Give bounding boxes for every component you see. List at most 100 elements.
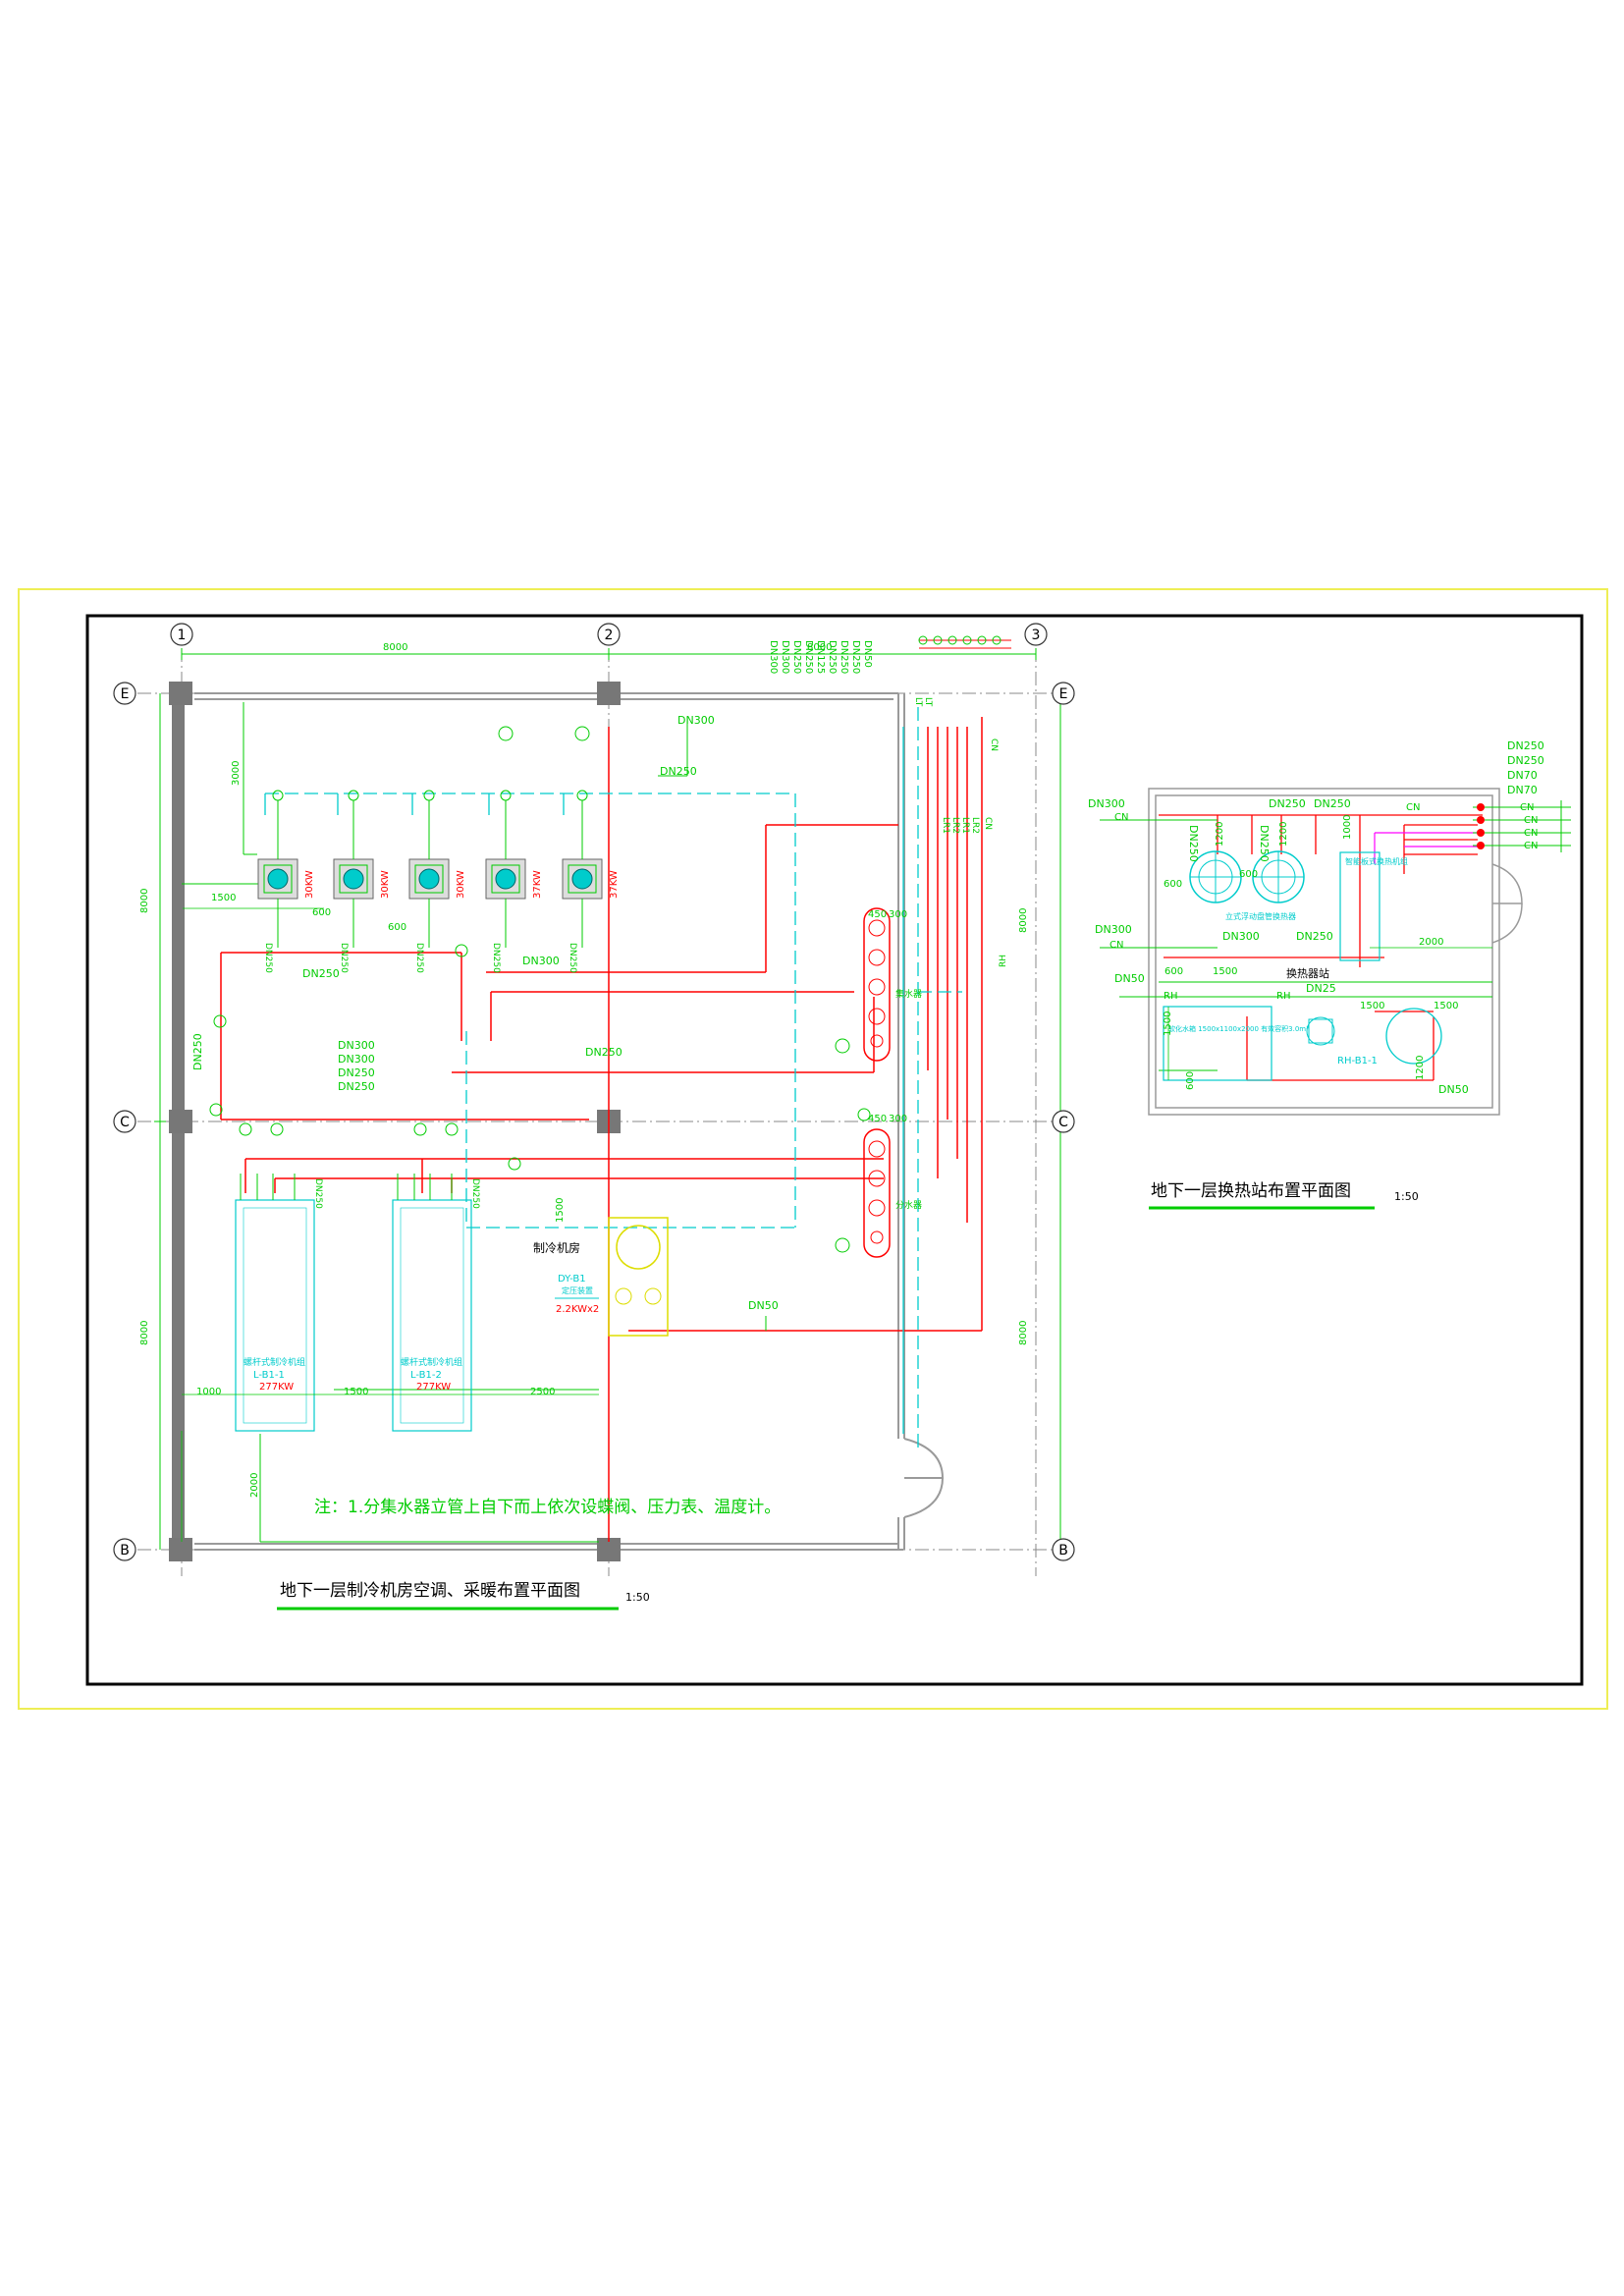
svg-text:DN250: DN250 [839,640,849,674]
axis-bubbles [113,623,1075,1561]
station-room-label: 换热器站 [1286,966,1329,980]
station-magenta-pipes [1374,832,1478,864]
axis-letter-E-left: E [121,686,130,702]
pump-5-kw: 37KW [609,870,620,899]
pump-4: 37KW DN250 [485,790,543,973]
svg-text:1500: 1500 [1360,1001,1384,1011]
station-red-dots [1477,803,1485,849]
axis-bubble-2 [597,623,621,646]
svg-text:CN: CN [989,738,999,751]
svg-text:DN70: DN70 [1507,769,1538,782]
svg-text:DN50: DN50 [862,640,873,668]
pump-4-dn: DN250 [491,943,501,973]
svg-text:DN250: DN250 [850,640,861,674]
svg-text:DN250: DN250 [313,1178,323,1209]
svg-text:8000: 8000 [139,889,150,913]
svg-text:600: 600 [388,922,406,933]
pump-1-kw: 30KW [304,870,315,899]
svg-text:DN300: DN300 [338,1039,375,1052]
svg-text:DN250: DN250 [660,765,697,778]
axis-letter-B-left: B [120,1543,130,1558]
plate-heat-exchanger-2 [1252,850,1305,903]
chiller-connection-stubs [240,1174,453,1200]
svg-text:600: 600 [1164,879,1182,890]
svg-text:CN: CN [1520,802,1534,813]
station-cn-tags: CN CN CN CN CN CN CN RH RH [1110,802,1538,1002]
cp-tag: DY-B1 [558,1274,586,1285]
svg-text:DN250: DN250 [1507,754,1544,767]
pump-4-kw: 37KW [532,870,543,899]
axis-bubble-E-left [113,682,136,705]
svg-text:DN250: DN250 [338,1080,375,1093]
chiller-L-B1-1: 螺杆式制冷机组 L-B1-1 277KW [235,1199,315,1432]
axis-letter-B-right: B [1058,1543,1068,1558]
riser-tags: LT LT LR1 LR2 LR1 LR2 CN CN RH [913,697,1008,967]
svg-text:8000: 8000 [1018,1321,1029,1345]
svg-text:DN250: DN250 [1187,825,1200,862]
svg-text:DN300: DN300 [1088,797,1125,810]
axis-bubble-B-left [113,1538,136,1561]
axis-letter-E-right: E [1059,686,1068,702]
riser-bubbles [918,635,1011,649]
chiller-2-tag: L-B1-2 [410,1370,442,1381]
svg-text:RH: RH [1276,991,1290,1002]
svg-text:DN300: DN300 [677,714,715,727]
axis-number-3: 3 [1032,628,1041,643]
svg-text:DN250: DN250 [1507,739,1544,752]
svg-text:1500: 1500 [211,893,236,903]
axis-bubble-3 [1024,623,1048,646]
svg-text:DN300: DN300 [768,640,779,674]
cp-desc: 定压装置 [562,1285,593,1295]
svg-text:450: 450 [868,909,887,920]
svg-text:600: 600 [312,907,331,918]
plate-heat-exchanger-1 [1189,850,1242,903]
station-dim-lines [1164,947,1492,1080]
chilled-water-pumps: 30KW DN250 30KW DN250 30KW [257,790,620,973]
svg-text:LR1: LR1 [941,817,950,834]
axis-letter-C-right: C [1058,1115,1068,1130]
smart-exchange-unit: 智能板式换热机组 [1339,851,1408,961]
pump-3-dn: DN250 [414,943,424,973]
svg-text:1500: 1500 [555,1198,566,1223]
chiller-dn-labels: DN250 DN250 [313,1178,480,1209]
svg-text:600: 600 [1164,966,1183,977]
dimension-texts: 8000 8000 8000 8000 8000 8000 3000 1500 … [139,642,1029,1498]
svg-text:1000: 1000 [196,1387,221,1397]
pump-1-dn: DN250 [263,943,273,973]
svg-text:8000: 8000 [139,1321,150,1345]
svg-text:DN250: DN250 [585,1046,623,1059]
axis-bubble-C-left [113,1110,136,1133]
svg-text:2500: 2500 [530,1387,555,1397]
station-dn-labels: DN300 DN300 DN300 DN250 DN250 DN50 DN50 … [1088,797,1469,1096]
svg-text:DN70: DN70 [1507,784,1538,796]
svg-text:LT: LT [913,697,923,707]
chiller-2-kw: 277KW [416,1382,451,1393]
svg-text:CN: CN [1524,841,1538,851]
chiller-1-name: 螺杆式制冷机组 [244,1356,305,1368]
svg-text:8000: 8000 [807,642,832,653]
room-walls [194,692,945,1551]
collector-label: 集水器 [895,988,922,1000]
station-right-labels: DN250 DN250 DN70 DN70 [1507,739,1544,796]
axis-bubble-B-right [1052,1538,1075,1561]
svg-text:RH: RH [1164,991,1177,1002]
axis-number-2: 2 [605,628,614,643]
svg-text:2000: 2000 [1419,937,1443,948]
riser-stack: DN300 DN300 DN250 DN250 DN125 DN250 DN25… [768,640,873,674]
water-collector-header: 集水器 [835,907,922,1062]
axis-number-1: 1 [178,628,187,643]
dimension-lines [154,648,1066,1550]
pump-2-dn: DN250 [339,943,349,973]
cp-kw: 2.2KWx2 [556,1304,599,1315]
chiller-room-plan: 1 2 3 E C B E C B [113,623,1075,1611]
svg-text:1000: 1000 [1342,815,1353,840]
distributor-label: 分水器 [895,1199,922,1211]
svg-text:CN: CN [1524,828,1538,839]
svg-text:3000: 3000 [231,761,242,786]
svg-text:智能板式换热机组: 智能板式换热机组 [1345,856,1408,866]
pipe-dn-labels: DN300 DN250 DN250 DN300 DN250 DN250 DN30… [191,714,779,1312]
chiller-L-B1-2: 螺杆式制冷机组 L-B1-2 277KW [392,1199,472,1432]
svg-text:DN50: DN50 [1114,972,1145,985]
svg-text:300: 300 [889,1114,907,1124]
chiller-1-kw: 277KW [259,1382,294,1393]
